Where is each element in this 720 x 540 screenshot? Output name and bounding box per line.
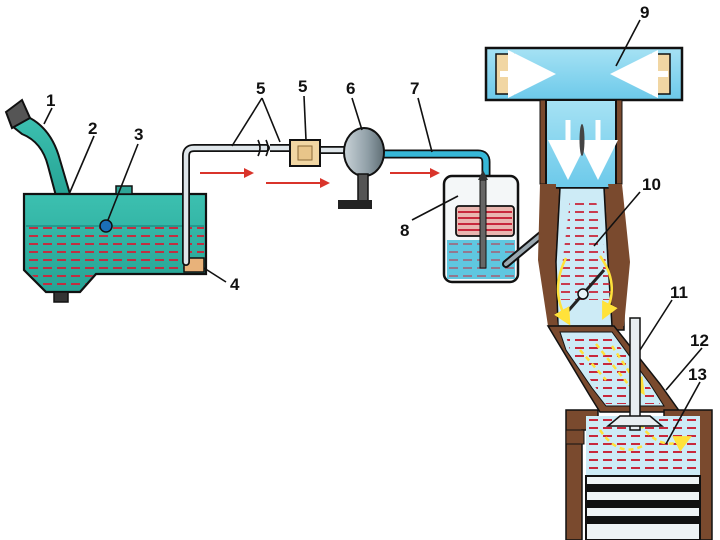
callout-1: 1 [46,91,55,110]
callout-13: 13 [688,365,707,384]
callout-2: 2 [88,119,97,138]
drain-plug [53,291,69,303]
fuel-gauge-float [99,219,113,233]
callout-7: 6 [346,79,355,98]
filler-neck [10,116,72,198]
fuel-filter [289,139,321,167]
callout-8: 8 [400,221,409,240]
callout-labels: 1 2 3 4 5 5 6 7 8 9 10 11 12 13 [46,3,709,384]
intake-valve [629,317,641,431]
flow-arrows [200,168,440,188]
callout-4: 4 [230,275,240,294]
filler-cap [4,98,32,130]
callout-5a: 5 [256,79,265,98]
callout-5b: 7 [410,79,419,98]
fuel-pump [338,127,385,209]
fuel-line [182,139,491,266]
callout-10: 10 [642,175,661,194]
tank-vent [115,185,133,195]
carburetor-body [538,99,682,413]
cylinder [565,317,713,540]
flow-arrow-icon [390,168,440,178]
leader-lines [43,19,703,445]
flow-arrow-icon [266,178,330,188]
callout-9: 9 [640,3,649,22]
float-chamber [442,170,580,284]
air-filter [484,46,684,102]
callout-6: 5 [298,77,307,96]
callout-3: 3 [134,125,143,144]
callout-12: 12 [690,331,709,350]
fuel-tank [4,98,208,303]
choke-valve [579,124,585,156]
callout-11: 11 [670,283,688,302]
flow-arrow-icon [200,168,254,178]
